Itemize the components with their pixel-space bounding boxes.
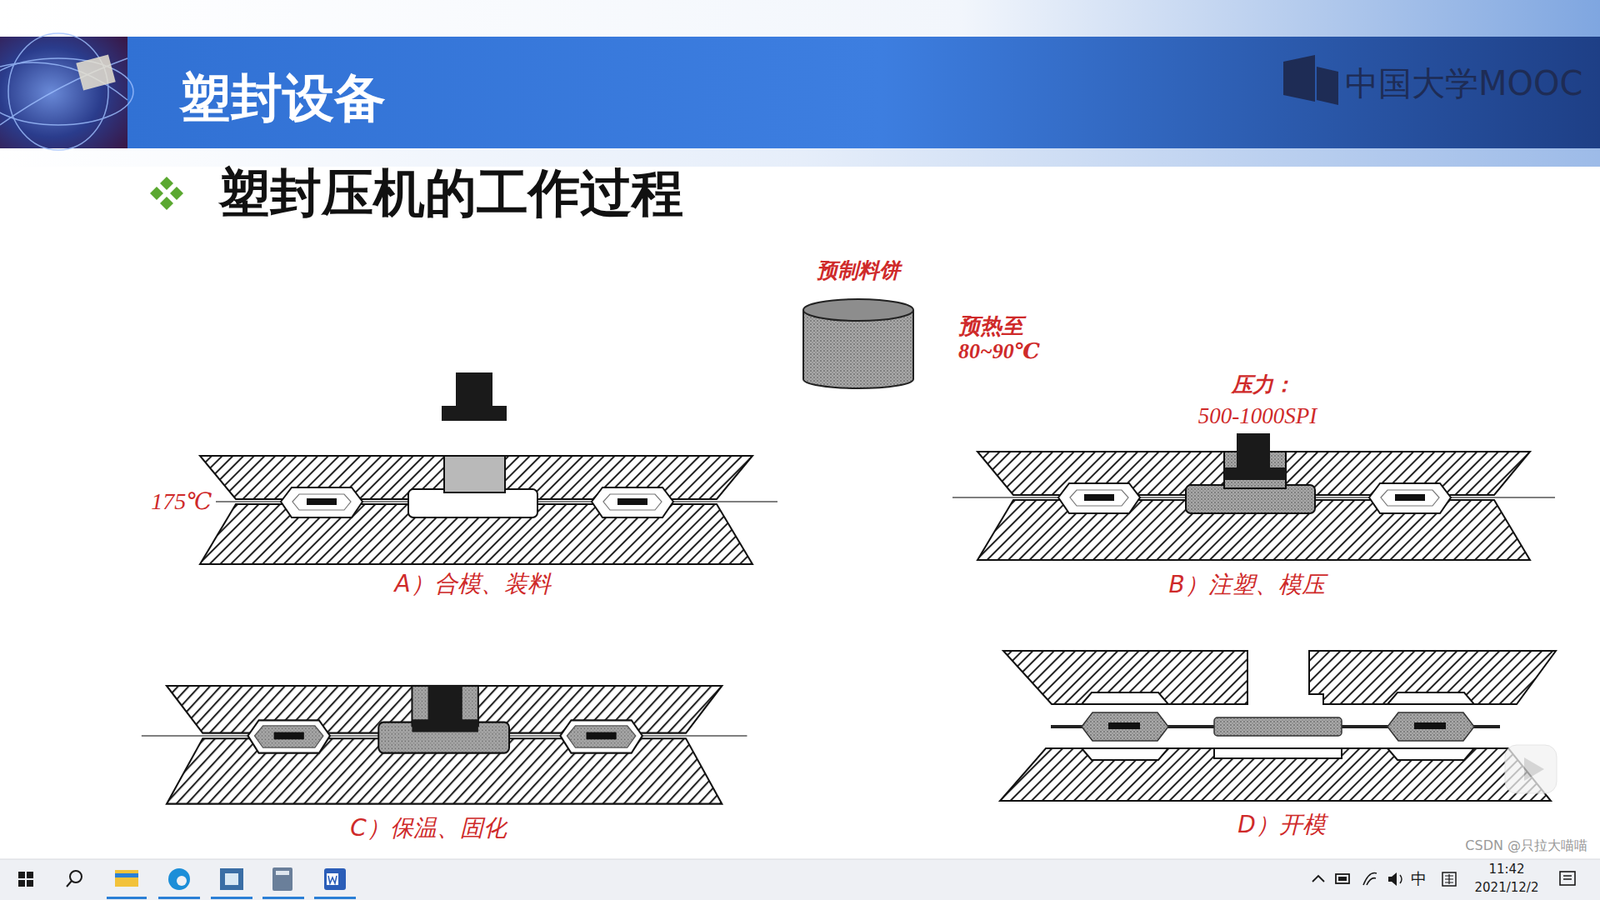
- clock-date: 2021/12/2: [1475, 880, 1540, 895]
- logo-text: 中国大学MOOC: [1345, 64, 1583, 103]
- preheat-note: 预热至 80~90℃: [958, 314, 1067, 365]
- pellet-label: 预制料饼: [816, 259, 900, 284]
- step-caption: A）合模、装料: [394, 570, 550, 598]
- temperature-label: 175℃: [147, 488, 215, 515]
- pellet-drawing: [803, 299, 914, 389]
- pressure-label: 压力：: [1231, 373, 1295, 398]
- mold-c: [141, 685, 748, 805]
- clock-time: 11:42: [1488, 862, 1525, 877]
- slide-title: 塑封设备: [179, 68, 386, 128]
- pressure-value: 500-1000SPI: [1198, 403, 1317, 430]
- step-caption: C）保温、固化: [350, 815, 507, 842]
- step-caption: B）注塑、模压: [1168, 571, 1325, 599]
- mold-a: [175, 372, 778, 565]
- section-heading: 塑封压机的工作过程: [218, 163, 684, 223]
- mold-d: [1000, 650, 1556, 801]
- watermark: CSDN @只拉大喵喵: [1465, 838, 1588, 854]
- ime-indicator: 中: [1410, 870, 1427, 889]
- step-caption: D）开模: [1237, 811, 1326, 839]
- mold-b: [952, 433, 1555, 560]
